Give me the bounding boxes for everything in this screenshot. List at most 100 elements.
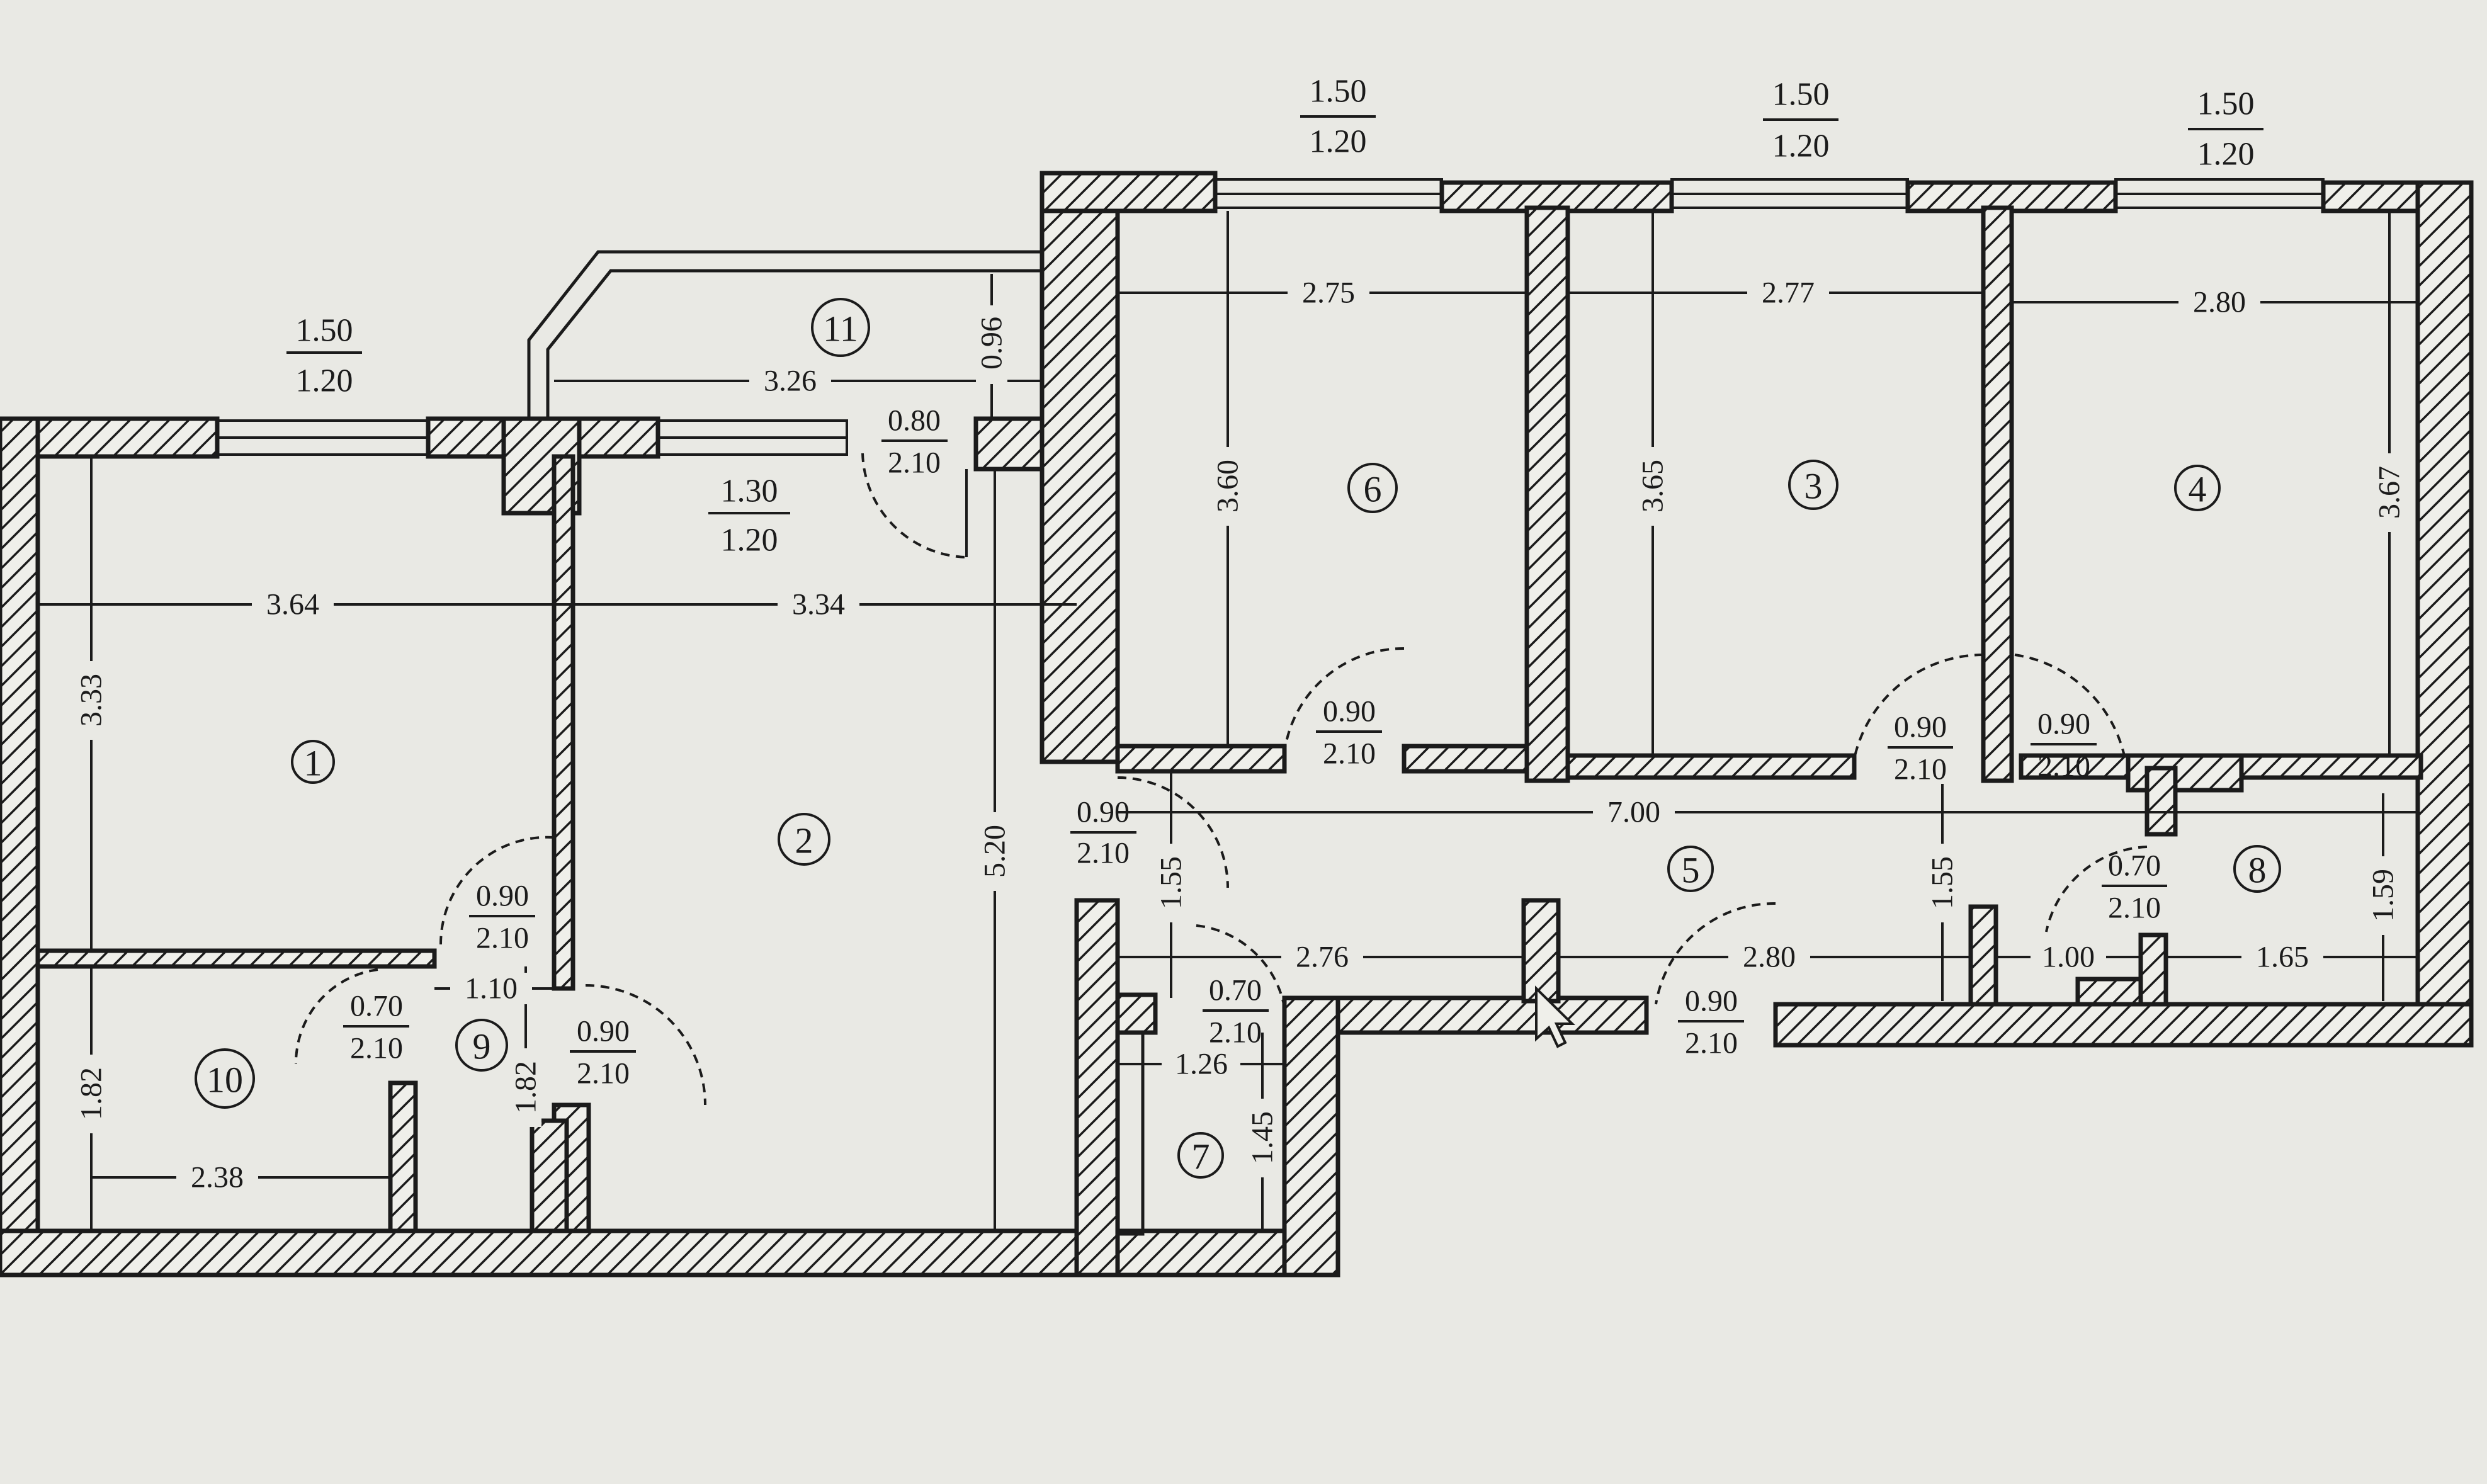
dimension-label: 7.00 [1607, 796, 1660, 829]
window-label: 1.50 1.20 [1300, 74, 1376, 160]
door-width: 0.80 [888, 404, 941, 438]
dimension-label: 2.77 [1762, 276, 1815, 310]
window-width: 1.50 [2197, 86, 2255, 122]
dimension-label: 5.20 [978, 825, 1012, 878]
dimension-label: 2.75 [1302, 276, 1355, 310]
dimension-label: 3.34 [792, 588, 845, 621]
door-height: 2.10 [2108, 892, 2161, 925]
cursor-icon [1535, 985, 1575, 1048]
room-numbers: 1 2 3 4 5 6 7 8 [195, 298, 2281, 1179]
door-label: 0.80 2.10 [881, 404, 948, 480]
room-number: 6 [1347, 463, 1398, 513]
room-number-text: 3 [1804, 466, 1823, 507]
door-label: 0.90 2.10 [1316, 695, 1382, 771]
dimension-label: 1.55 [1155, 856, 1188, 909]
window-width: 1.50 [1772, 77, 1830, 113]
window-height: 1.20 [1772, 128, 1830, 164]
dimension-label: 2.80 [2193, 286, 2246, 319]
dimension-label: 2.38 [191, 1161, 244, 1194]
dimension-label: 2.76 [1296, 941, 1349, 974]
dimension-label: 1.55 [1926, 856, 1959, 909]
door-width: 0.70 [1209, 974, 1262, 1007]
door-label: 0.90 2.10 [570, 1015, 636, 1090]
window-label: 1.50 1.20 [1763, 77, 1838, 164]
door-width: 0.70 [350, 990, 403, 1023]
room-number-text: 4 [2189, 469, 2207, 510]
door-height: 2.10 [1894, 753, 1947, 786]
door-label: 0.70 2.10 [2102, 849, 2167, 925]
room-number: 4 [2174, 465, 2221, 511]
window-label: 1.30 1.20 [708, 473, 790, 558]
door-label: 0.90 2.10 [2031, 708, 2097, 783]
dimension-label: 1.26 [1175, 1048, 1228, 1081]
door-label: 0.90 2.10 [1070, 796, 1136, 870]
door-width: 0.90 [1323, 695, 1376, 728]
dimension-label: 1.82 [75, 1067, 108, 1120]
door-width: 0.90 [1894, 711, 1947, 744]
dimension-label: 3.60 [1211, 460, 1245, 513]
dimension-label: 1.59 [2367, 869, 2400, 922]
dimension-labels: 3.26 0.96 3.64 3.34 3.33 5.20 2.75 3.60 … [75, 276, 2406, 1194]
dimension-label: 1.10 [465, 972, 518, 1005]
door-label: 0.70 2.10 [343, 990, 409, 1065]
dimension-label: 1.82 [509, 1061, 543, 1114]
room-number: 7 [1177, 1132, 1224, 1179]
door-height: 2.10 [1685, 1027, 1738, 1060]
window-height: 1.20 [296, 363, 353, 399]
room-number-text: 11 [823, 309, 858, 349]
door-height: 2.10 [1323, 737, 1376, 771]
dimension-label: 3.67 [2373, 466, 2406, 519]
door-height: 2.10 [577, 1057, 630, 1090]
dimension-label: 1.65 [2256, 941, 2309, 974]
door-width: 0.90 [1685, 985, 1738, 1018]
door-height: 2.10 [1209, 1016, 1262, 1050]
room-number: 1 [291, 740, 335, 784]
room-number-text: 10 [207, 1060, 243, 1101]
room-number-text: 8 [2248, 850, 2267, 891]
door-width: 0.70 [2108, 849, 2161, 883]
door-label: 0.90 2.10 [1678, 985, 1744, 1060]
window-height: 1.20 [721, 523, 778, 558]
room-number-text: 6 [1364, 469, 1382, 510]
dimension-label: 1.45 [1246, 1111, 1279, 1164]
window-symbols [216, 178, 2325, 456]
room-number: 2 [778, 813, 830, 866]
room-number: 8 [2233, 845, 2281, 893]
door-width: 0.90 [476, 880, 529, 913]
door-label: 0.90 2.10 [469, 880, 535, 955]
walls [0, 171, 2474, 1277]
dimension-label: 1.00 [2042, 941, 2095, 974]
window-width: 1.50 [1310, 74, 1367, 110]
dimension-label: 3.26 [764, 365, 817, 398]
window-labels: 1.50 1.20 1.50 1.20 1.50 1.20 1.50 1.20 … [286, 74, 2263, 558]
dimension-label: 3.65 [1636, 460, 1670, 513]
door-width: 0.90 [577, 1015, 630, 1048]
door-width: 0.90 [1077, 796, 1130, 829]
door-width: 0.90 [2037, 708, 2090, 741]
door-height: 2.10 [888, 446, 941, 480]
room-number-text: 5 [1682, 850, 1700, 891]
room-number-text: 7 [1192, 1136, 1210, 1177]
window-label: 1.50 1.20 [286, 313, 362, 399]
room-number-text: 9 [473, 1026, 491, 1067]
dimension-label: 3.33 [75, 674, 108, 727]
door-height: 2.10 [476, 922, 529, 955]
door-swings [294, 453, 2148, 1106]
window-width: 1.50 [296, 313, 353, 349]
door-labels: 0.80 2.10 0.90 2.10 0.90 2.10 0.90 2.10 … [343, 404, 2167, 1090]
window-height: 1.20 [1310, 124, 1367, 160]
window-label: 1.50 1.20 [2188, 86, 2263, 173]
window-width: 1.30 [721, 473, 778, 509]
room-number: 10 [195, 1048, 255, 1109]
room-number: 9 [455, 1019, 508, 1072]
room-number-text: 2 [795, 820, 813, 861]
dimension-label: 3.64 [266, 588, 319, 621]
dimension-label: 2.80 [1743, 941, 1796, 974]
door-label: 0.70 2.10 [1203, 974, 1269, 1050]
door-height: 2.10 [350, 1032, 403, 1065]
door-height: 2.10 [1077, 837, 1130, 870]
room-number: 5 [1667, 846, 1714, 892]
dimension-label: 0.96 [975, 317, 1009, 370]
room-number-text: 1 [304, 743, 322, 784]
